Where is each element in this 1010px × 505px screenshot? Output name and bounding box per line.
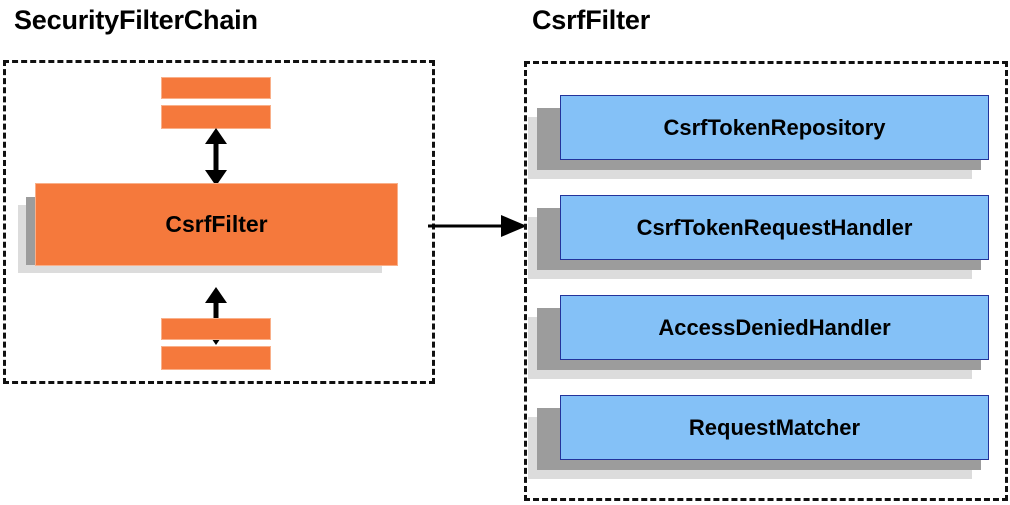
arrow-stem bbox=[428, 224, 506, 228]
filter-slab-top-2 bbox=[161, 105, 271, 129]
arrow-head-right-icon bbox=[501, 215, 527, 237]
collaborator-card-label: RequestMatcher bbox=[560, 395, 989, 460]
collaborator-card-label: CsrfTokenRepository bbox=[560, 95, 989, 160]
page-title-csrf-filter: CsrfFilter bbox=[532, 5, 651, 35]
arrow-head-up-icon bbox=[205, 128, 227, 144]
filter-slab-top-1 bbox=[161, 77, 271, 99]
csrf-filter-panel bbox=[524, 61, 1008, 501]
arrow-head-up-icon bbox=[205, 287, 227, 303]
arrow-stem bbox=[213, 302, 219, 330]
arrow-head-down-icon bbox=[205, 170, 227, 186]
arrow-up-down-top bbox=[204, 128, 228, 186]
arrow-left-to-right bbox=[428, 215, 527, 237]
page-title-security-filter-chain: SecurityFilterChain bbox=[14, 5, 258, 35]
security-filter-chain-panel bbox=[3, 60, 435, 384]
csrf-filter-box-label: CsrfFilter bbox=[35, 183, 398, 266]
filter-slab-bottom-1 bbox=[161, 318, 271, 340]
collaborator-card-label: CsrfTokenRequestHandler bbox=[560, 195, 989, 260]
filter-slab-bottom-2 bbox=[161, 346, 271, 370]
collaborator-card-request-matcher[interactable]: RequestMatcher bbox=[528, 395, 990, 483]
collaborator-card-access-denied-handler[interactable]: AccessDeniedHandler bbox=[528, 295, 990, 383]
csrf-filter-box[interactable]: CsrfFilter bbox=[18, 183, 400, 287]
collaborator-card-csrf-token-request-handler[interactable]: CsrfTokenRequestHandler bbox=[528, 195, 990, 283]
collaborator-card-csrf-token-repository[interactable]: CsrfTokenRepository bbox=[528, 95, 990, 183]
collaborator-card-label: AccessDeniedHandler bbox=[560, 295, 989, 360]
arrow-stem bbox=[213, 143, 219, 171]
